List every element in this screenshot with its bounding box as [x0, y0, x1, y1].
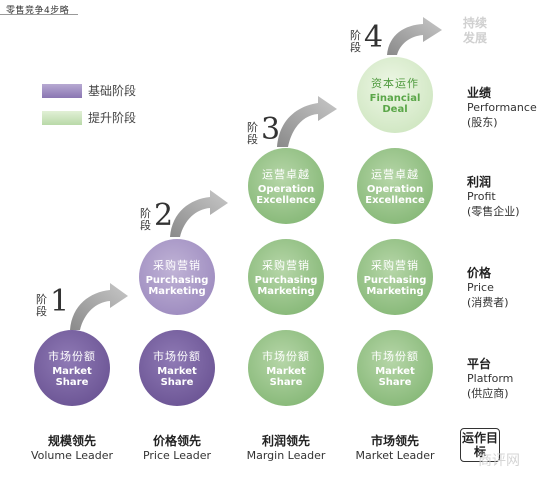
leader-cn: 利润领先: [261, 434, 310, 448]
arrow-stage-2: [170, 190, 228, 237]
right-label-en: Profit: [467, 190, 496, 203]
legend-swatch-green: [42, 110, 82, 125]
right-label-cn: 价格: [467, 266, 492, 280]
circle-en-2: Share: [269, 377, 303, 388]
right-label-cn: 利润: [467, 175, 492, 189]
circle-cn: 市场份额: [153, 350, 201, 363]
right-label-en: Price: [467, 281, 494, 294]
circle-col3-market-share: 市场份额 Market Share: [248, 330, 324, 406]
circle-col2-purchasing: 采购营销 Purchasing Marketing: [139, 239, 215, 315]
circle-en-1: Market: [375, 366, 415, 377]
circle-en-1: Purchasing: [145, 275, 209, 286]
circle-cn: 市场份额: [371, 350, 419, 363]
legend-label-advanced: 提升阶段: [88, 111, 137, 125]
circle-cn: 市场份额: [262, 350, 310, 363]
circle-en-2: Deal: [382, 104, 408, 115]
circle-en-1: Operation: [366, 184, 424, 195]
circle-en-1: Market: [266, 366, 306, 377]
title-rule: [0, 14, 78, 15]
right-label-cn: 业绩: [467, 86, 492, 100]
circle-en-1: Purchasing: [363, 275, 427, 286]
arrow-stage-1: [70, 283, 128, 330]
circle-en-2: Share: [378, 377, 412, 388]
right-label-sub: (消费者): [467, 296, 509, 309]
circle-cn: 采购营销: [262, 259, 310, 272]
legend-item-advanced: 提升阶段: [42, 109, 136, 126]
circle-col3-operation: 运营卓越 Operation Excellence: [248, 148, 324, 224]
circle-col1-market-share: 市场份额 Market Share: [34, 330, 110, 406]
stage-4-number: 4: [364, 20, 384, 55]
circle-en-1: Market: [52, 366, 92, 377]
stage-4-text: 阶段: [350, 29, 361, 54]
circle-col2-market-share: 市场份额 Market Share: [139, 330, 215, 406]
arrow-stage-4: [387, 17, 442, 55]
circle-en-1: Financial: [369, 93, 421, 104]
leader-cn: 市场领先: [370, 434, 419, 448]
circle-en-2: Share: [55, 377, 89, 388]
circle-en-1: Operation: [257, 184, 315, 195]
right-label-cn: 平台: [467, 357, 492, 371]
circle-col4-financial: 资本运作 Financial Deal: [357, 57, 433, 133]
stage-1-text: 阶段: [36, 293, 47, 318]
circle-cn: 市场份额: [48, 350, 96, 363]
operation-goal-tag: 运作目标: [460, 428, 500, 462]
stage-2-text: 阶段: [140, 207, 151, 232]
leader-cn: 规模领先: [47, 434, 96, 448]
leader-en: Volume Leader: [30, 449, 114, 462]
leader-en: Margin Leader: [246, 449, 326, 462]
leader-cn: 价格领先: [152, 434, 201, 448]
leader-price: 价格领先 Price Leader: [127, 432, 227, 462]
leader-market: 市场领先 Market Leader: [345, 432, 445, 462]
stage-2-number: 2: [154, 198, 174, 233]
right-label-sub: (供应商): [467, 387, 509, 400]
circle-cn: 采购营销: [153, 259, 201, 272]
circle-cn: 运营卓越: [371, 168, 419, 181]
circle-en-2: Marketing: [148, 286, 206, 297]
leader-margin: 利润领先 Margin Leader: [236, 432, 336, 462]
right-label-en: Performance: [467, 101, 537, 114]
right-label-sub: (股东): [467, 116, 498, 129]
leader-en: Market Leader: [355, 449, 435, 462]
arrow-stage-3: [277, 96, 337, 147]
legend-swatch-purple: [42, 83, 82, 98]
page-title: 零售竞争4步略: [6, 6, 70, 16]
stage-3-number: 3: [261, 112, 281, 147]
leader-volume: 规模领先 Volume Leader: [22, 432, 122, 462]
sustainable-development-text: 持续发展: [463, 16, 488, 45]
right-label-performance: 业绩 Performance (股东): [467, 84, 537, 130]
circle-en-2: Excellence: [256, 195, 316, 206]
legend-label-basic: 基础阶段: [88, 84, 137, 98]
circle-en-2: Marketing: [366, 286, 424, 297]
circle-en-2: Excellence: [365, 195, 425, 206]
circle-col4-operation: 运营卓越 Operation Excellence: [357, 148, 433, 224]
circle-en-2: Share: [160, 377, 194, 388]
circle-en-2: Marketing: [257, 286, 315, 297]
circle-col3-purchasing: 采购营销 Purchasing Marketing: [248, 239, 324, 315]
circle-col4-market-share: 市场份额 Market Share: [357, 330, 433, 406]
watermark: 商评网: [478, 453, 520, 469]
stage-1-number: 1: [50, 284, 70, 319]
circle-col4-purchasing: 采购营销 Purchasing Marketing: [357, 239, 433, 315]
right-label-price: 价格 Price (消费者): [467, 264, 509, 310]
circle-cn: 运营卓越: [262, 168, 310, 181]
right-label-profit: 利润 Profit (零售企业): [467, 173, 520, 219]
stage-3-text: 阶段: [247, 121, 258, 146]
circle-en-1: Purchasing: [254, 275, 318, 286]
circle-en-1: Market: [157, 366, 197, 377]
circle-cn: 采购营销: [371, 259, 419, 272]
circle-cn: 资本运作: [371, 77, 419, 90]
legend-item-basic: 基础阶段: [42, 82, 136, 99]
right-label-platform: 平台 Platform (供应商): [467, 355, 513, 401]
right-label-sub: (零售企业): [467, 205, 520, 218]
leader-en: Price Leader: [142, 449, 212, 462]
legend: 基础阶段 提升阶段: [42, 82, 136, 126]
right-label-en: Platform: [467, 372, 514, 385]
